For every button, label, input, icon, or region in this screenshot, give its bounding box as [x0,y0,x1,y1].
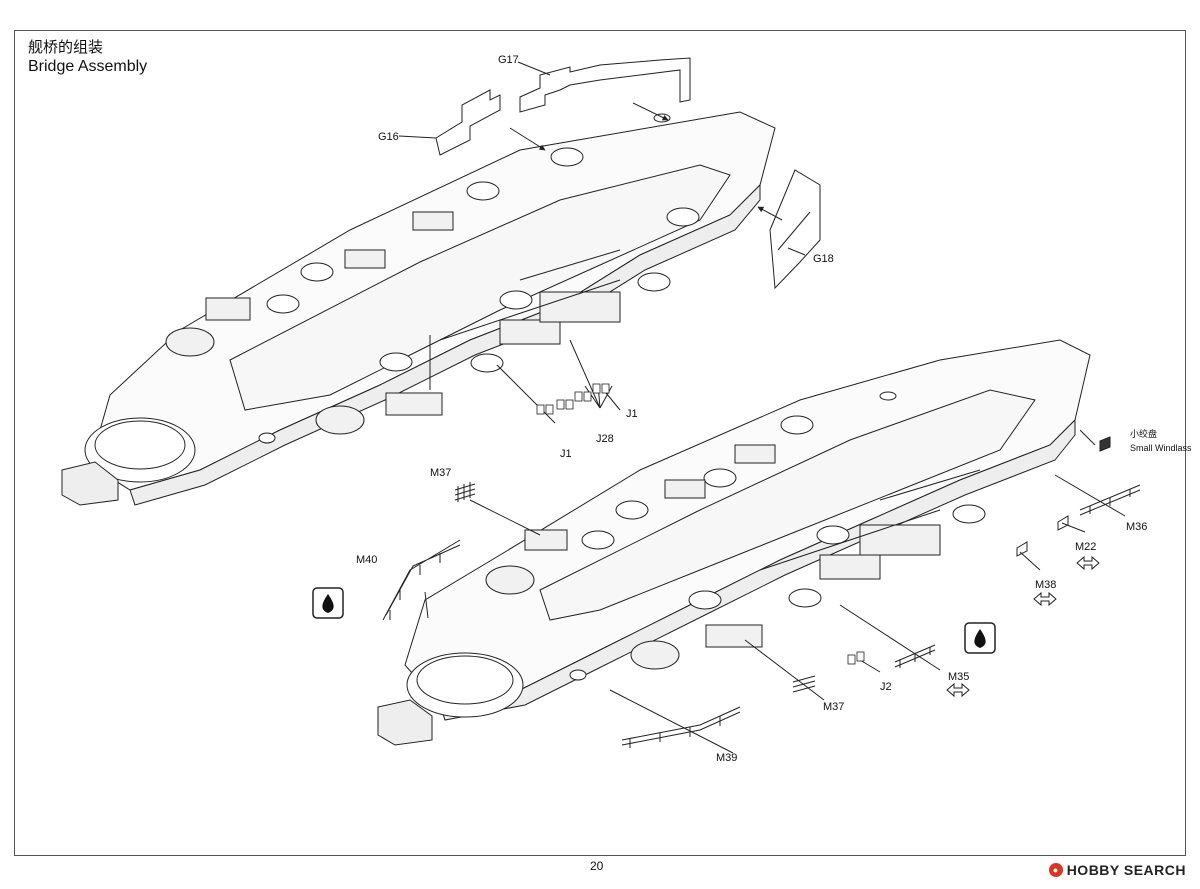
label-j1: J1 [626,408,638,420]
railing-parts [382,436,1141,748]
glue-drop-icon [312,587,344,619]
label-m36: M36 [1126,521,1147,533]
page-number: 20 [590,859,604,873]
label-m40: M40 [356,554,377,566]
label-windlass-cn: 小绞盘 [1130,428,1157,440]
label-m37-bottom: M37 [823,701,844,713]
part-g17 [519,57,691,113]
label-j1-bottom: J1 [560,448,572,460]
lower-leader-lines [424,429,1126,754]
upper-bridge-assembly [61,111,776,506]
label-m37-top: M37 [430,467,451,479]
double-arrow-icons [946,555,1100,698]
label-m38: M38 [1035,579,1056,591]
label-m35: M35 [948,671,969,683]
label-g18: G18 [813,253,834,265]
label-m39: M39 [716,752,737,764]
title-english: Bridge Assembly [28,58,148,75]
glue-drop-icon [964,622,996,654]
parts-j1-j28 [536,383,610,415]
part-g16 [435,89,501,156]
label-windlass-en: Small Windlass [1130,443,1192,453]
upper-leader-lines [398,61,806,424]
watermark-text: HOBBY SEARCH [1066,862,1186,878]
label-j28: J28 [596,433,614,445]
watermark-logo-icon: ● [1048,863,1063,877]
label-j2: J2 [880,681,892,693]
watermark: ● HOBBY SEARCH [1048,862,1186,878]
label-m22: M22 [1075,541,1096,553]
label-g17: G17 [498,54,519,66]
lower-bridge-assembly [377,339,1091,746]
title-chinese: 舰桥的组装 [28,38,104,56]
label-g16: G16 [378,131,399,143]
parts-j2 [847,651,865,665]
part-g18 [769,169,821,290]
